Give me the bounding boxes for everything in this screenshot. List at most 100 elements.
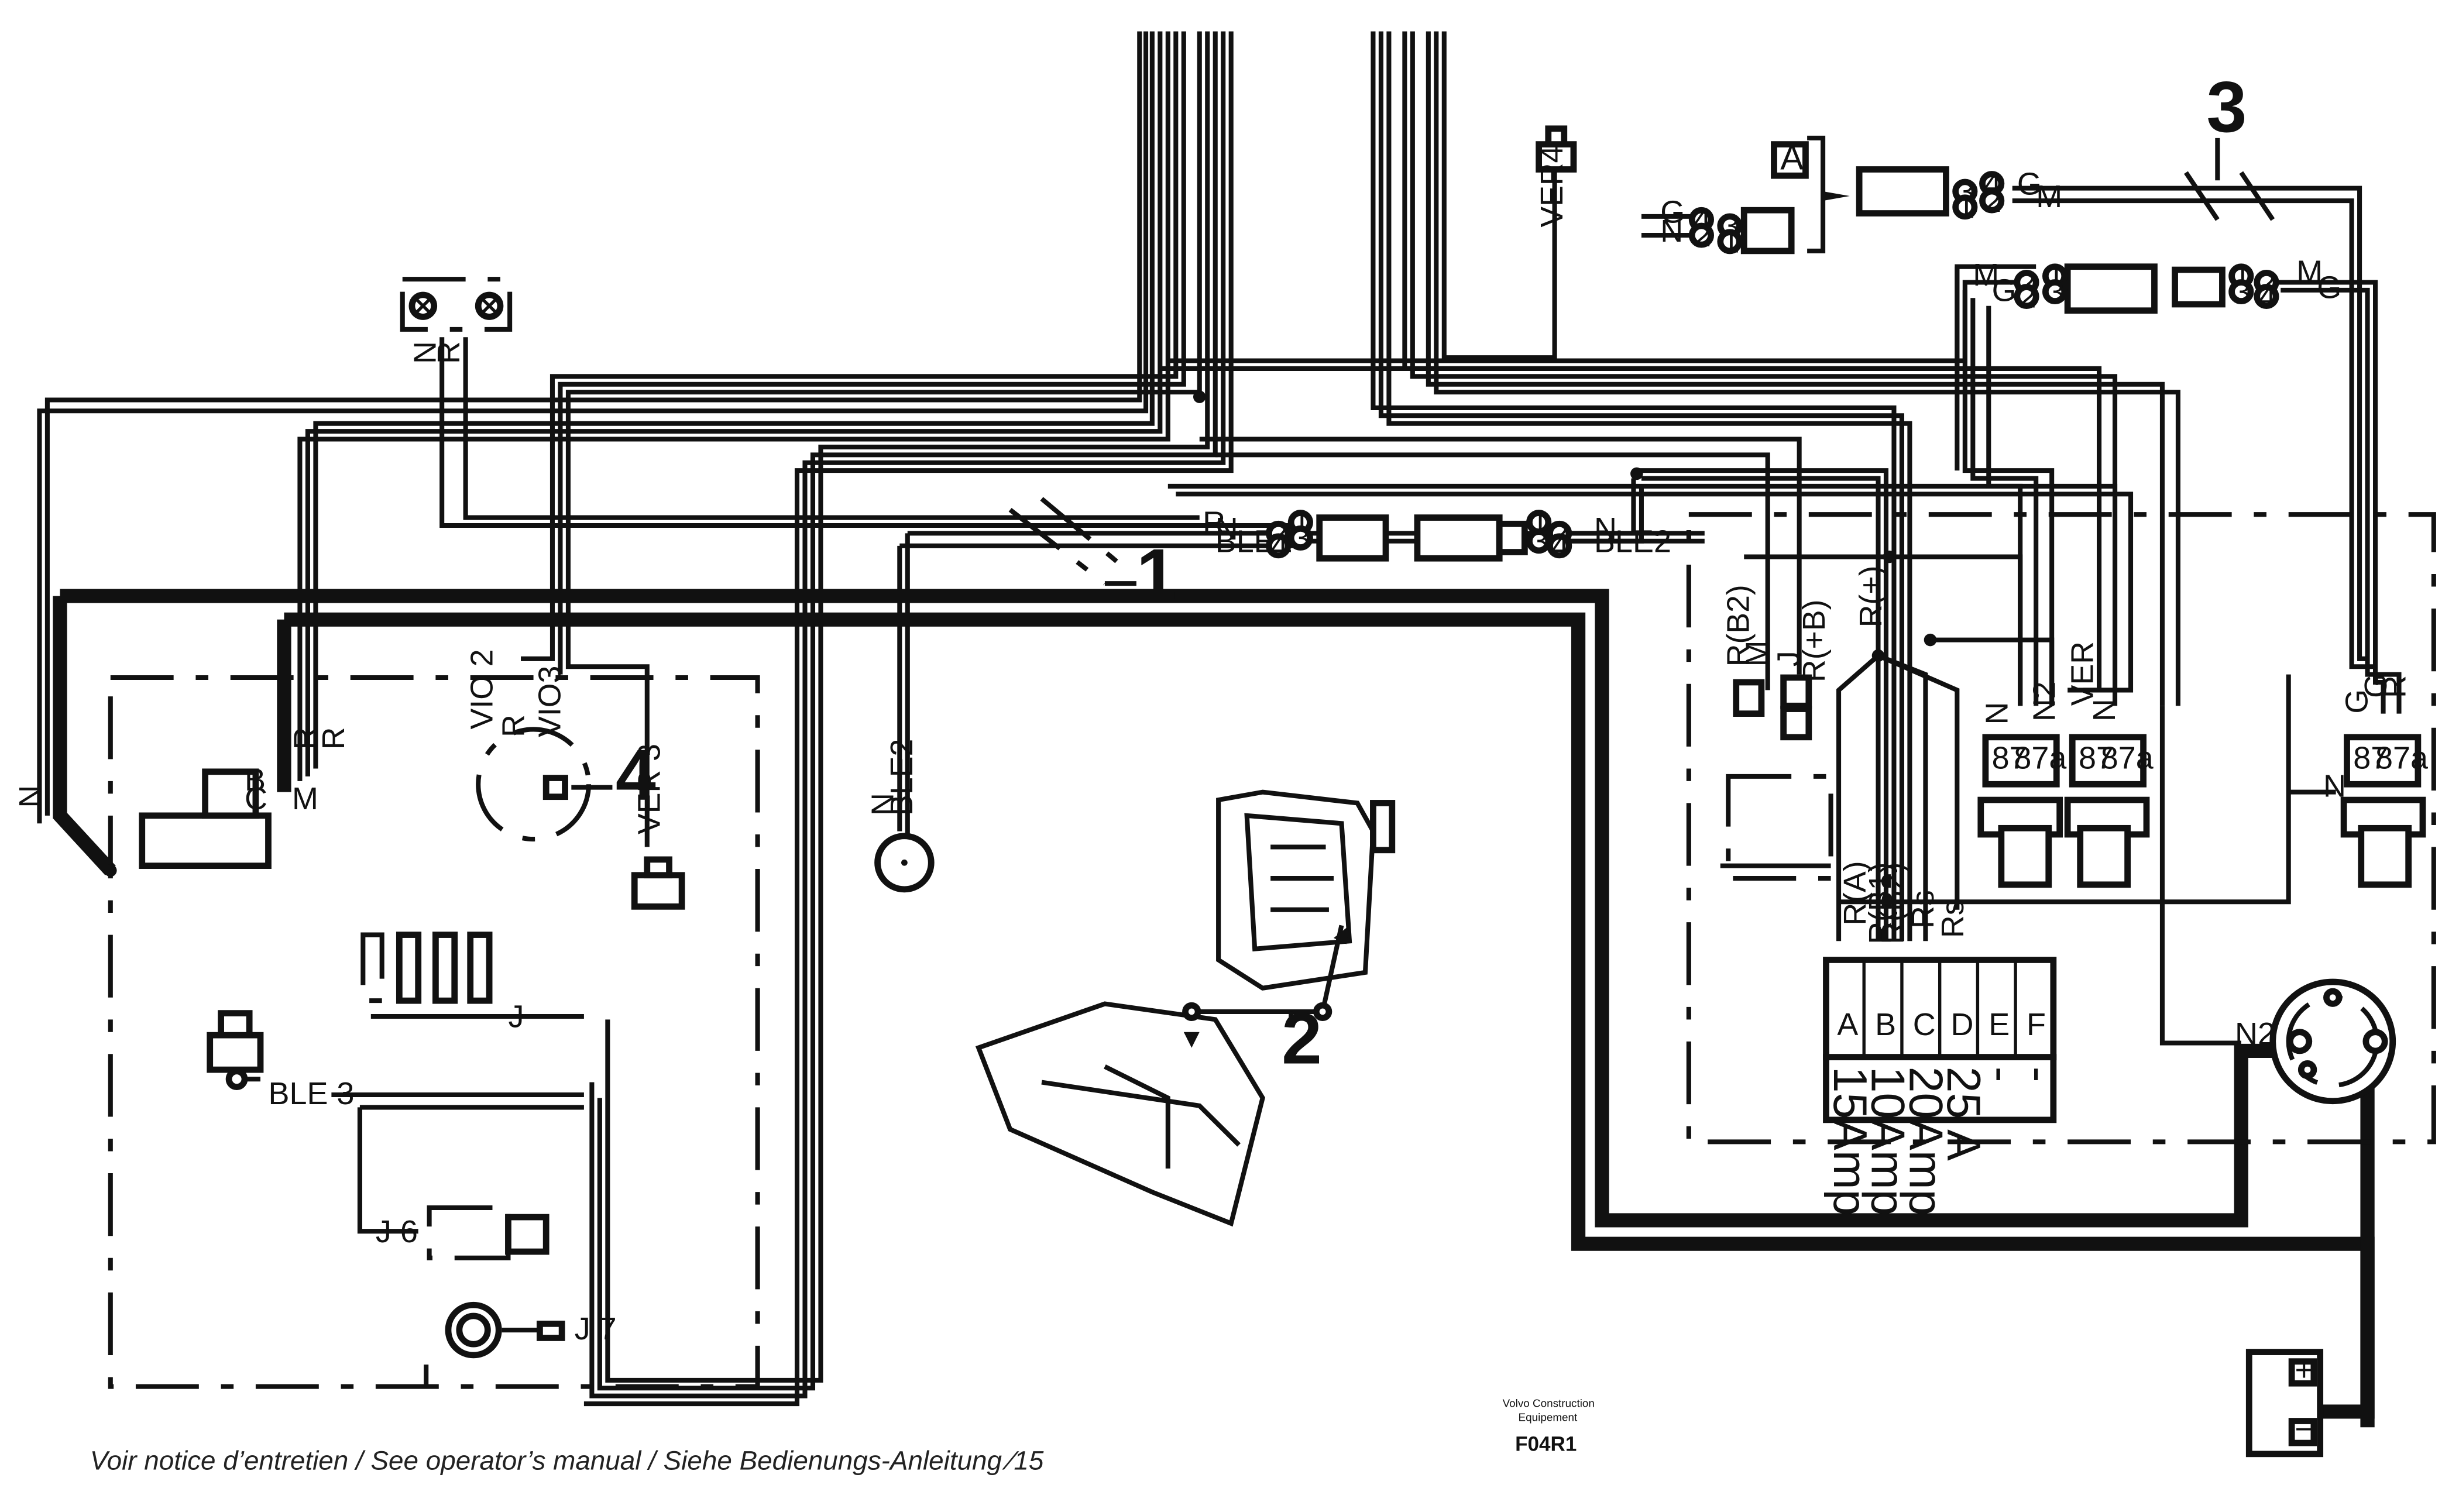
fuse-letter-a: A: [1837, 1007, 1858, 1042]
pin-7: 3: [1531, 524, 1548, 559]
label-ble3: BLE 3: [268, 1076, 354, 1111]
battery-minus: −: [2295, 1412, 2314, 1447]
label-n7: N: [2323, 769, 2346, 804]
horn: BLE2 N: [865, 739, 935, 893]
label-n-ble: N: [865, 793, 900, 816]
label-n-conn2: N: [1594, 511, 1617, 547]
relay3-87a: 87a: [2375, 741, 2428, 776]
pin-22: 3: [2233, 274, 2251, 310]
battery-plus: +: [2295, 1352, 2314, 1387]
label-ver3: VER 3: [631, 744, 667, 834]
label-n5: N: [1979, 702, 2014, 725]
fuse-letter-f: F: [2027, 1007, 2046, 1042]
maker-line1: Volvo Construction: [1503, 1397, 1595, 1409]
label-r6: R: [2377, 675, 2412, 698]
label-m4: M: [2296, 255, 2323, 290]
box-letter-a: A: [1780, 138, 1804, 177]
label-ra: R(A): [1838, 861, 1873, 925]
main-switch: [2269, 978, 2396, 1105]
label-ver5: VER: [2065, 641, 2100, 706]
label-r1: R: [287, 727, 322, 750]
pin-12: 2: [1984, 184, 2001, 219]
pin-10: 1: [1957, 190, 1974, 225]
callout-1: 1: [1136, 534, 1177, 615]
callout-3: 3: [2206, 67, 2247, 148]
label-m: M: [292, 781, 318, 816]
battery: + −: [2245, 1349, 2324, 1458]
label-rb1: R(B1): [1863, 862, 1898, 944]
label-rs: Rs: [1905, 890, 1941, 929]
label-ble2-conn2: BLE2: [1594, 524, 1671, 559]
relay1-87: 87: [1992, 741, 2027, 776]
label-m2: M: [2036, 179, 2062, 214]
fuse-letter-c: C: [1913, 1007, 1936, 1042]
fuse-block: A B C D E F 15Amp 10Amp 20Amp 25 A - -: [1823, 957, 2066, 1216]
fuse-relay-panel: R(B2) M J R(+B) R(+) 87 87a 87 87a 87 87…: [1686, 512, 2436, 1145]
pin-bubbles: 1 2 4 3 1 2 3 4 3 1 4 2 4 3 2 1 1 2 2 3 …: [1266, 167, 2279, 564]
connector-a: A G N G M 3 M G M G: [1641, 67, 2341, 314]
label-rb2b: R(B2): [1875, 862, 1910, 944]
label-j: J: [508, 999, 524, 1035]
maker-line2: Equipement: [1519, 1411, 1578, 1424]
label-n-lamp: N: [407, 341, 442, 364]
label-r-conn: R: [1203, 506, 1225, 541]
label-g5: G: [2339, 689, 2374, 714]
drawing-ref: F04R1: [1515, 1433, 1577, 1456]
label-j6: J 6: [376, 1214, 418, 1249]
label-rb2: R(B2): [1720, 585, 1756, 666]
label-n-conn: N: [1215, 511, 1238, 547]
label-g1: G: [1660, 195, 1685, 230]
pin-19: 2: [2019, 280, 2036, 315]
label-rpb: R(+B): [1797, 600, 1832, 682]
left-panel: B C M R R N VIO 2 VIO3 R VER 3 4 J BLE 3: [13, 649, 760, 1389]
label-g2: G: [2017, 167, 2042, 202]
fuse-letter-e: E: [1989, 1007, 2010, 1042]
relay2-87a: 87a: [2101, 741, 2154, 776]
label-rplus: R(+): [1853, 565, 1888, 627]
label-r2: R: [316, 727, 351, 750]
label-n2: N2: [2235, 1016, 2275, 1051]
callout-2: 2: [1282, 999, 1322, 1080]
battery-cables: [53, 589, 2375, 1428]
footer-note: Voir notice d’entretien / See operator’s…: [90, 1446, 1044, 1476]
sensor-ver4: VER4: [1534, 125, 1577, 228]
label-ver4: VER4: [1534, 146, 1569, 228]
harness-trunk: [37, 31, 2402, 1407]
label-r-switch: R: [496, 714, 531, 737]
label-c: C: [245, 781, 267, 816]
label-g4: G: [2317, 270, 2341, 305]
label-m3: M: [1973, 257, 1999, 293]
label-vio3: VIO3: [532, 666, 567, 737]
label-b: B: [245, 762, 266, 798]
pin-4: 3: [1293, 521, 1310, 556]
fuse-rating-d: 25 A: [1937, 1067, 1990, 1161]
label-rs2: Rs: [1935, 899, 1970, 938]
label-m5: M: [1740, 641, 1775, 667]
pin-24: 4: [2258, 280, 2276, 315]
pin-3: 4: [1270, 529, 1288, 564]
pin-15: 2: [1694, 218, 1711, 253]
fuse-rating-e: -: [1975, 1067, 2028, 1083]
fuse-rating-b: 10Amp: [1862, 1067, 1914, 1216]
label-g3: G: [1992, 273, 2017, 308]
relay2-87: 87: [2079, 741, 2114, 776]
label-g6: G: [2358, 673, 2393, 698]
label-ble2: BLE2: [884, 739, 919, 816]
label-n-left: N: [13, 785, 48, 808]
label-j7: J 7: [575, 1311, 617, 1346]
relay3-87: 87: [2353, 741, 2388, 776]
pin-8: 4: [1551, 529, 1569, 564]
pin-16: 1: [1722, 225, 1739, 260]
footer: Voir notice d’entretien / See operator’s…: [90, 1397, 1595, 1475]
engine-illustration: 2: [975, 789, 1396, 1227]
label-r-lamp: R: [431, 341, 466, 364]
fuse-rating-f: -: [2013, 1067, 2066, 1083]
callout-4: 4: [616, 735, 656, 816]
relay1-87a: 87a: [2014, 741, 2066, 776]
label-vio2: VIO 2: [464, 649, 499, 729]
fuse-letter-b: B: [1875, 1007, 1896, 1042]
fuse-letter-d: D: [1951, 1007, 1974, 1042]
fuse-rating-a: 15Amp: [1823, 1067, 1876, 1216]
label-j2: J: [1771, 651, 1806, 666]
